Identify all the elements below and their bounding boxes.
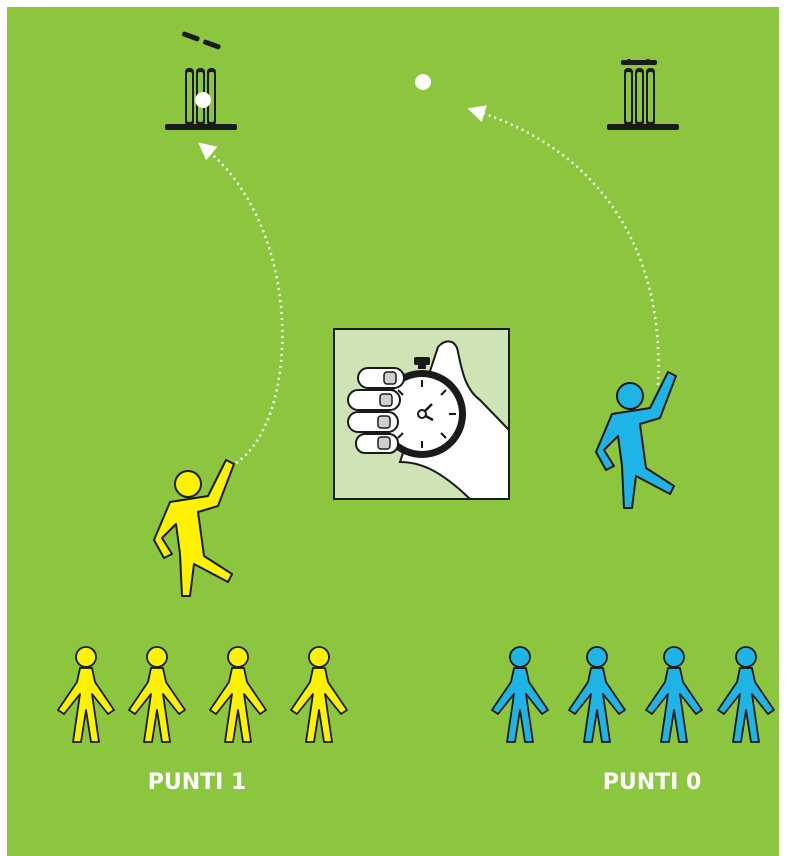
wicket-bails-on-icon	[607, 59, 679, 130]
ball-in-flight	[415, 74, 431, 90]
blue-ball-trajectory	[467, 105, 660, 386]
ball-at-left-wicket	[195, 92, 211, 108]
stopwatch-hand-icon	[333, 328, 510, 500]
blue-score-label: PUNTI 0	[603, 770, 702, 795]
wicket-bails-knocked-icon	[165, 31, 237, 130]
yellow-score-label: PUNTI 1	[148, 770, 247, 795]
